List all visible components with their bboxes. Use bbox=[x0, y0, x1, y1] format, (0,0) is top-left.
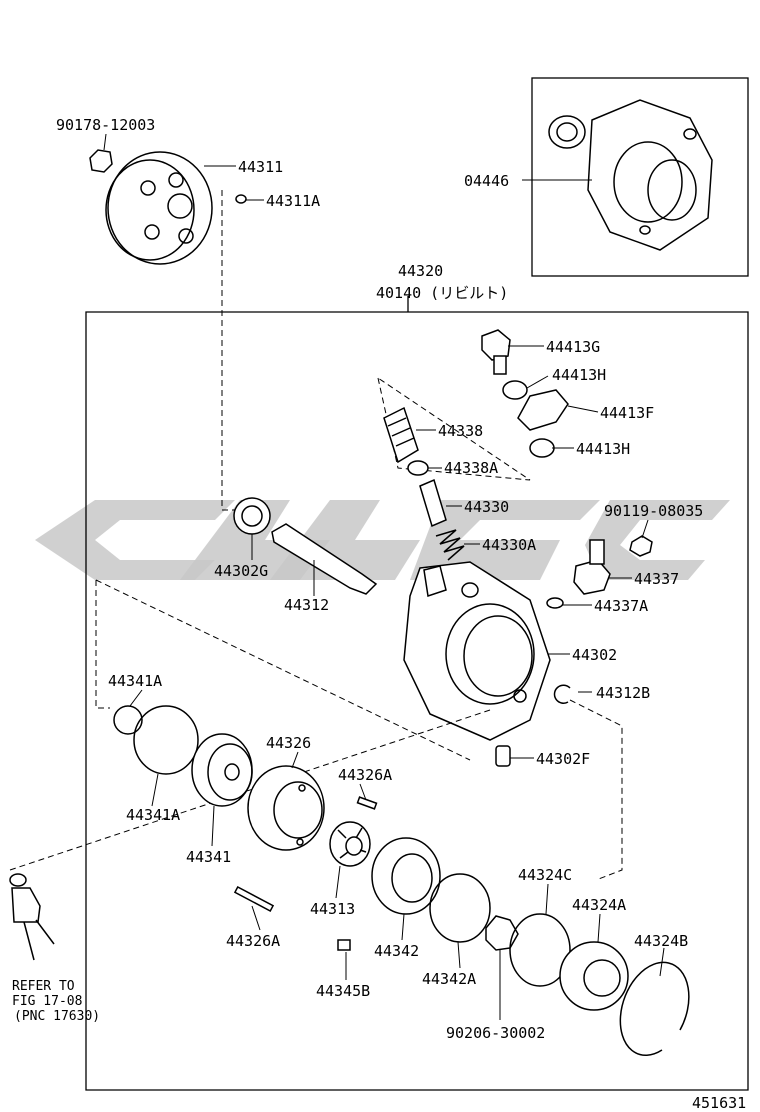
part-label: 44313 bbox=[310, 900, 355, 918]
part-label: 90119-08035 bbox=[604, 502, 703, 520]
part-label: 44341 bbox=[186, 848, 231, 866]
assembly-box bbox=[85, 296, 749, 1091]
part-label: 44342 bbox=[374, 942, 419, 960]
pump-housing-44302 bbox=[403, 561, 551, 741]
part-label: 44345B bbox=[316, 982, 370, 1000]
oring-44338a bbox=[407, 460, 429, 476]
pressure-plate-44342 bbox=[371, 837, 441, 915]
part-label: 44326A bbox=[226, 932, 280, 950]
part-label: 44330 bbox=[464, 498, 509, 516]
part-label: 44324C bbox=[518, 866, 572, 884]
union-44413f bbox=[517, 389, 569, 431]
assembly-number-label: 44320 bbox=[398, 262, 443, 280]
rebuilt-label: 40140 (リビルト) bbox=[376, 284, 508, 302]
plug-44302f bbox=[495, 745, 511, 767]
spring-90206 bbox=[485, 915, 519, 951]
key-44311a bbox=[235, 194, 247, 204]
part-label: 44326 bbox=[266, 734, 311, 752]
part-label: 44326A bbox=[338, 766, 392, 784]
part-label: 44338 bbox=[438, 422, 483, 440]
part-label: 44311A bbox=[266, 192, 320, 210]
bolt-44413g bbox=[481, 329, 511, 375]
refer-line-3: (PNC 17630) bbox=[14, 1009, 100, 1024]
part-label: 90206-30002 bbox=[446, 1024, 545, 1042]
part-label: 44312 bbox=[284, 596, 329, 614]
part-label: 44413F bbox=[600, 404, 654, 422]
valve-44338 bbox=[383, 406, 419, 464]
part-label: 44302G bbox=[214, 562, 268, 580]
part-label: 44311 bbox=[238, 158, 283, 176]
part-label: 90178-12003 bbox=[56, 116, 155, 134]
figure-id-label: 451631 bbox=[692, 1094, 746, 1112]
cam-ring-44326 bbox=[247, 765, 325, 851]
pin-44326a bbox=[356, 796, 378, 810]
part-label: 44330A bbox=[482, 536, 536, 554]
part-label: 44338A bbox=[444, 459, 498, 477]
fitting-44337 bbox=[573, 539, 611, 595]
shaft-44312 bbox=[271, 523, 378, 595]
rotor-44313 bbox=[329, 821, 371, 867]
part-label: 44312B bbox=[596, 684, 650, 702]
lower-dashed-diagonal bbox=[95, 579, 471, 761]
oring-44337a bbox=[546, 597, 564, 609]
part-label: 44413G bbox=[546, 338, 600, 356]
part-label: 44337A bbox=[594, 597, 648, 615]
nut-90178 bbox=[89, 149, 113, 173]
seal-44345b bbox=[337, 939, 351, 951]
spring-44330a bbox=[435, 529, 465, 561]
kit-box bbox=[531, 77, 749, 277]
washer-44413h-bottom bbox=[529, 438, 555, 458]
connector-ref-17-08 bbox=[9, 873, 55, 961]
refer-line-2: FIG 17-08 bbox=[12, 994, 82, 1009]
part-label: 44341A bbox=[126, 806, 180, 824]
end-cover-44324a bbox=[559, 941, 629, 1011]
leader-lines bbox=[103, 133, 665, 1020]
part-label: 44413H bbox=[552, 366, 606, 384]
part-label: 44342A bbox=[422, 970, 476, 988]
lower-dashed-right bbox=[569, 699, 623, 881]
part-label: 44341A bbox=[108, 672, 162, 690]
valve-44330 bbox=[419, 478, 447, 528]
watermark-logo bbox=[35, 500, 730, 580]
bolt-90119 bbox=[629, 535, 653, 557]
snap-ring-44324b bbox=[619, 961, 690, 1056]
oring-44324c bbox=[509, 913, 571, 987]
washer-44413h-top bbox=[502, 380, 528, 400]
part-label: 44324A bbox=[572, 896, 626, 914]
bearing-44302g bbox=[233, 497, 271, 535]
kit-label: 04446 bbox=[464, 172, 509, 190]
side-plate-44341 bbox=[191, 733, 253, 807]
kit-parts-drawing bbox=[548, 99, 713, 251]
snap-ring-44312b bbox=[553, 684, 571, 704]
refer-line-1: REFER TO bbox=[12, 979, 75, 994]
part-label: 44324B bbox=[634, 932, 688, 950]
part-label: 44413H bbox=[576, 440, 630, 458]
lower-dashed-left bbox=[95, 580, 110, 709]
oring-44342a bbox=[429, 873, 491, 943]
part-label: 44337 bbox=[634, 570, 679, 588]
pulley bbox=[105, 151, 213, 265]
part-labels: 44320 40140 (リビルト) 04446 451631 REFER TO… bbox=[12, 116, 746, 1112]
part-label: 44302F bbox=[536, 750, 590, 768]
oring-44341a-large bbox=[133, 705, 199, 775]
pin-44326a-lower bbox=[233, 885, 275, 913]
oring-44341a-small bbox=[113, 705, 143, 735]
part-label: 44302 bbox=[572, 646, 617, 664]
